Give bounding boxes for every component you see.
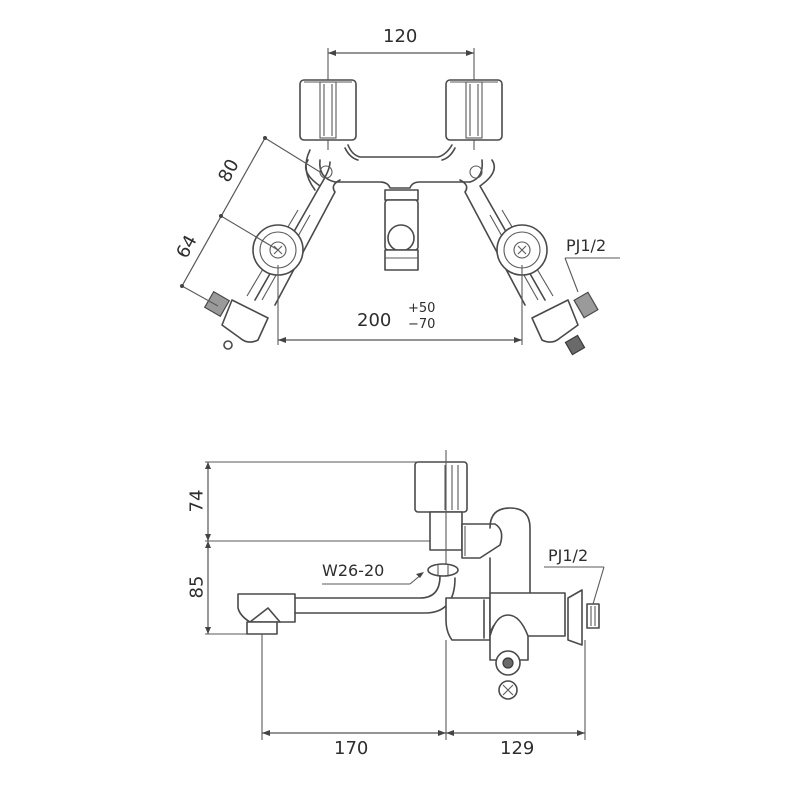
- handle-side: [414, 450, 468, 570]
- dim-horizontal-side: [261, 634, 586, 740]
- leader-spout-connection: [322, 572, 424, 585]
- label-height-upper: 74: [186, 489, 208, 513]
- spout-side: [237, 575, 456, 635]
- mixer-body-side: [445, 589, 600, 700]
- label-spout-connection: W26-20: [322, 561, 385, 580]
- side-view: [205, 450, 605, 740]
- center-diverter-top: [384, 189, 419, 271]
- dim-inlet-spacing: [277, 265, 523, 345]
- label-inlet-thread-top: PJ1/2: [566, 236, 607, 255]
- label-inlet-tolerance-plus: +50: [408, 301, 436, 316]
- left-handle-top: [299, 79, 357, 141]
- leader-inlet-thread-top: [564, 257, 620, 293]
- label-inlet-tolerance-minus: −70: [408, 317, 436, 332]
- label-height-lower: 85: [186, 575, 208, 599]
- right-arm-top: [459, 159, 599, 356]
- dim-arm-lengths: [180, 136, 321, 307]
- label-handle-spacing: 120: [383, 26, 418, 47]
- top-view: [180, 48, 620, 356]
- label-spout-reach: 170: [334, 738, 369, 759]
- label-body-depth: 129: [500, 738, 535, 759]
- label-inlet-spacing: 200: [357, 310, 392, 331]
- leader-inlet-thread-side: [544, 566, 605, 605]
- label-inlet-thread-side: PJ1/2: [548, 546, 589, 565]
- right-handle-top: [445, 79, 503, 141]
